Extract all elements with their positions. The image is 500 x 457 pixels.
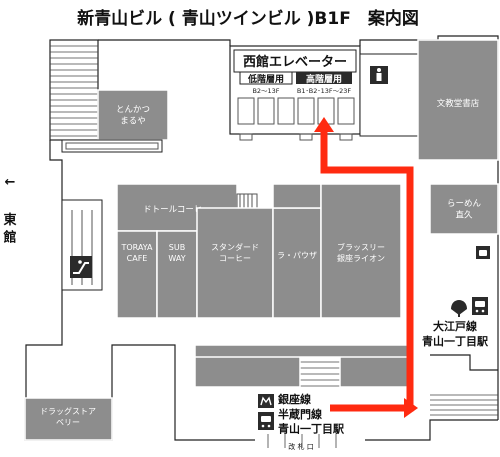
shop-drugstore[interactable]: ドラッグストアベリー bbox=[24, 397, 113, 441]
train-icon bbox=[258, 412, 274, 430]
elevator-high-label: 高階層用 bbox=[306, 73, 342, 85]
stairs-south-center bbox=[300, 355, 340, 387]
escalator-west bbox=[61, 199, 103, 291]
elevator-high-floors: B1･B2･13F～23F bbox=[297, 87, 351, 95]
train-icon bbox=[472, 297, 488, 315]
stairs-northwest bbox=[50, 45, 98, 137]
shop-la-pausa[interactable]: ラ・パウザ bbox=[272, 207, 322, 319]
stairs-southeast bbox=[430, 394, 498, 416]
toei-icon bbox=[451, 300, 467, 317]
elevator-low-floors: B2～13F bbox=[252, 87, 279, 95]
station-metro-label: 銀座線半蔵門線青山一丁目駅 bbox=[278, 392, 344, 436]
phone-icon bbox=[476, 246, 490, 259]
shop-standard-coffee-label: スタンダードコーヒー bbox=[211, 242, 259, 263]
lower-gray-block bbox=[194, 344, 411, 388]
stairs-doutor-side bbox=[236, 193, 258, 209]
station-oedo-label: 大江戸線青山一丁目駅 bbox=[422, 319, 488, 348]
escalator-icon bbox=[70, 256, 92, 278]
shop-tonkatsu-label: とんかつまるや bbox=[116, 105, 150, 126]
shop-brasserie-label: ブラッスリー銀座ライオン bbox=[337, 242, 385, 263]
station-metro: 銀座線半蔵門線青山一丁目駅 改 札 口 bbox=[258, 392, 344, 451]
east-building-label: 東館 bbox=[3, 212, 16, 246]
elevator-hall: 西館エレベーター 低階層用 高階層用 B2～13F B1･B2･13F～23F bbox=[229, 45, 361, 141]
elevator-title: 西館エレベーター bbox=[243, 54, 347, 70]
tokyo-metro-icon bbox=[258, 394, 274, 408]
ticket-gate-label: 改 札 口 bbox=[288, 442, 313, 451]
shop-brasserie[interactable]: ブラッスリー銀座ライオン bbox=[272, 183, 402, 319]
map-title: 新青山ビル ( 青山ツインビル )B1F 案内図 bbox=[77, 8, 419, 29]
shop-doutor-label: ドトールコーヒー bbox=[143, 205, 211, 215]
route-line bbox=[314, 117, 418, 418]
east-arrow: ← bbox=[5, 175, 16, 190]
escalator-northwest bbox=[61, 139, 163, 153]
shop-drugstore-label: ドラッグストアベリー bbox=[40, 406, 96, 427]
ticket-gate-lines bbox=[267, 434, 337, 448]
shop-ramen[interactable]: らーめん直久 bbox=[429, 183, 499, 235]
shop-standard-coffee[interactable]: スタンダードコーヒー bbox=[196, 207, 274, 319]
station-oedo: 大江戸線青山一丁目駅 bbox=[422, 297, 488, 348]
shop-tonkatsu[interactable]: とんかつまるや bbox=[97, 89, 169, 141]
elevator-low-label: 低階層用 bbox=[247, 73, 284, 85]
shop-la-pausa-label: ラ・パウザ bbox=[277, 251, 317, 260]
building-outline bbox=[24, 35, 499, 448]
shop-bunkyodo-label: 文教堂書店 bbox=[437, 98, 480, 109]
shop-ramen-label: らーめん直久 bbox=[447, 199, 482, 220]
shop-bunkyodo[interactable]: 文教堂書店 bbox=[417, 39, 499, 161]
